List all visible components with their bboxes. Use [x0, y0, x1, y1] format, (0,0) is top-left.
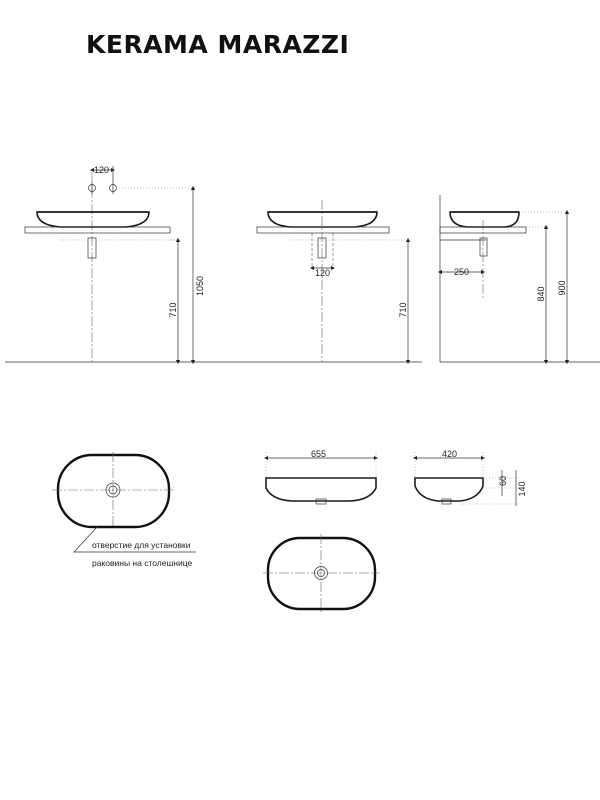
basin-side [449, 211, 520, 228]
basin-depth-label: 420 [442, 449, 457, 459]
front-elevation-counter-tap: 120 710 [232, 200, 422, 365]
basin-front-outline [265, 477, 377, 502]
total-height-label: 1050 [195, 276, 205, 296]
counter-height-a-label: 710 [168, 302, 178, 317]
front-elevation-wall-tap: 120 1050 710 [5, 165, 232, 365]
countertop-cutout-plan: отверстие для установки раковины на стол… [52, 452, 196, 568]
rim-height-label: 60 [498, 476, 508, 486]
basin-side-outline [414, 477, 484, 502]
drain-spacing-label: 120 [315, 268, 330, 278]
tap-spacing-label: 120 [94, 165, 109, 175]
basin-total-height-label: 140 [517, 481, 527, 496]
basin-height-side-label: 840 [536, 286, 546, 301]
note-line-2: раковины на столешнице [92, 558, 193, 568]
basin-front-small: 655 [263, 449, 379, 505]
side-elevation: 250 840 900 [437, 195, 600, 365]
basin-side-small: 420 60 140 [412, 449, 527, 506]
siphon [317, 237, 327, 259]
cutout-outline [56, 453, 171, 529]
countertop [256, 226, 390, 234]
basin-top-plan [263, 534, 380, 612]
basin-front [36, 211, 150, 228]
basin-top-outline [266, 536, 377, 611]
countertop [24, 226, 171, 234]
wall-offset-label: 250 [454, 267, 469, 277]
siphon [87, 237, 97, 259]
counter-height-side-label: 900 [557, 280, 567, 295]
siphon [479, 237, 488, 257]
brand-logo: KERAMA MARAZZI [86, 30, 350, 59]
basin-front [267, 211, 378, 228]
counter-height-b-label: 710 [398, 302, 408, 317]
basin-width-label: 655 [311, 449, 326, 459]
note-line-1: отверстие для установки [92, 540, 191, 550]
note-leader [73, 525, 99, 553]
